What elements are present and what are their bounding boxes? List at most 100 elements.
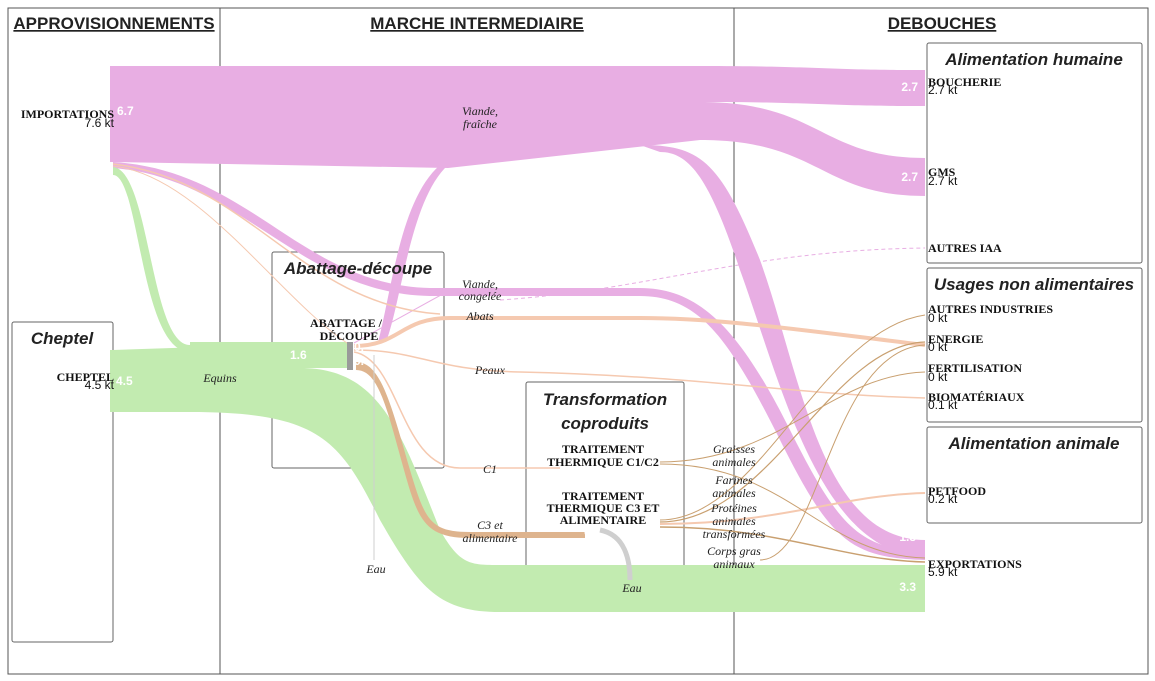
flow-eau-transfo[interactable] xyxy=(599,527,633,581)
node-value-cheptel: 4.5 kt xyxy=(85,378,115,392)
group-title-transfo-1: Transformation xyxy=(543,390,667,409)
flow-value-abattage-b: 0. xyxy=(354,354,364,368)
flow-label-equins: Equins xyxy=(202,371,237,385)
flow-to-export-coproduct[interactable] xyxy=(659,526,926,563)
node-value-petfood: 0.2 kt xyxy=(928,492,958,506)
node-label-energie: ENERGIE xyxy=(928,332,983,346)
flow-cheptel-to-export[interactable] xyxy=(113,342,925,612)
flow-imports-abats[interactable] xyxy=(112,163,441,315)
group-title-usages: Usages non alimentaires xyxy=(934,275,1134,294)
node-label-c1c2-2: THERMIQUE C1/C2 xyxy=(547,455,659,469)
flow-label-farines-1: Farines xyxy=(714,473,753,487)
node-label-fertilisation: FERTILISATION xyxy=(928,361,1022,375)
node-label-importations: IMPORTATIONS xyxy=(21,107,114,121)
node-label-boucherie: BOUCHERIE xyxy=(928,75,1001,89)
node-label-c3-2: THERMIQUE C3 ET xyxy=(547,501,660,515)
flow-abats[interactable] xyxy=(353,316,926,348)
node-value-boucherie: 2.7 kt xyxy=(928,83,958,97)
flow-label-corps-gras-2: animaux xyxy=(713,557,755,571)
flow-graisses-export[interactable] xyxy=(659,463,926,559)
node-value-gms: 2.7 kt xyxy=(928,174,958,188)
flow-label-graisses-2: animales xyxy=(712,455,756,469)
flow-label-abats: Abats xyxy=(465,309,494,323)
group-title-transfo-2: coproduits xyxy=(561,414,649,433)
node-label-abattage-2: DÉCOUPE xyxy=(320,329,379,343)
flow-to-energie[interactable] xyxy=(659,341,926,523)
flow-to-petfood[interactable] xyxy=(659,492,926,525)
flow-to-autres-industries[interactable] xyxy=(659,314,926,521)
node-label-c3-1: TRAITEMENT xyxy=(562,489,644,503)
flow-label-viande-fraiche-1: Viande, xyxy=(462,104,498,118)
node-label-abattage-1: ABATTAGE / xyxy=(310,316,383,330)
flow-to-boucherie[interactable] xyxy=(448,66,925,106)
flow-c3-alimentaire[interactable] xyxy=(356,362,585,538)
node-value-biomateriaux: 0.1 kt xyxy=(928,398,958,412)
flow-value-c3: 0.7 xyxy=(584,525,601,539)
flow-value-importations: 6.7 xyxy=(117,104,134,118)
node-bar-cheptel[interactable] xyxy=(110,350,114,412)
group-box-usages xyxy=(926,267,1143,423)
node-value-energie: 0 kt xyxy=(928,340,948,354)
group-box-cheptel xyxy=(11,321,114,643)
group-title-abattage: Abattage-découpe xyxy=(283,259,432,278)
column-title-outlets: DEBOUCHES xyxy=(888,14,997,33)
node-label-biomateriaux: BIOMATÉRIAUX xyxy=(928,390,1025,404)
flow-corps-gras[interactable] xyxy=(759,344,926,561)
flow-peaux[interactable] xyxy=(353,349,926,399)
group-title-alim-humaine: Alimentation humaine xyxy=(944,50,1123,69)
flow-label-farines-2: animales xyxy=(712,486,756,500)
flow-imports-abattage[interactable] xyxy=(112,165,351,346)
column-title-market: MARCHE INTERMEDIAIRE xyxy=(370,14,583,33)
flow-frozen-meat[interactable] xyxy=(113,162,925,560)
flow-abattage-to-frozen[interactable] xyxy=(353,289,451,344)
flow-label-proteines-2: animales xyxy=(712,514,756,528)
node-label-autres-iaa: AUTRES IAA xyxy=(928,241,1002,255)
flow-label-eau-1: Eau xyxy=(365,562,385,576)
flow-label-eau-2: Eau xyxy=(621,581,641,595)
flow-value-equins: 1.6 xyxy=(290,348,307,362)
node-label-exportations: EXPORTATIONS xyxy=(928,557,1022,571)
node-value-importations: 7.6 kt xyxy=(85,116,115,130)
node-label-gms: GMS xyxy=(928,165,956,179)
flow-label-viande-fraiche-2: fraîche xyxy=(463,117,498,131)
node-label-petfood: PETFOOD xyxy=(928,484,986,498)
node-label-c3-3: ALIMENTAIRE xyxy=(560,513,646,527)
flow-c1[interactable] xyxy=(353,351,560,469)
flow-label-viande-congelee-2: congelée xyxy=(459,289,502,303)
flow-label-viande-congelee-1: Viande, xyxy=(462,277,498,291)
node-bar-importations[interactable] xyxy=(110,66,114,162)
flow-to-autres-iaa[interactable] xyxy=(499,247,926,301)
flow-value-export-pink: 1.8 xyxy=(899,530,916,544)
node-value-exportations: 5.9 kt xyxy=(928,565,958,579)
flow-label-c3-2: alimentaire xyxy=(463,531,519,545)
node-bar-abattage[interactable] xyxy=(347,342,353,370)
flow-abattage-to-fresh[interactable] xyxy=(378,165,448,342)
flow-label-corps-gras-1: Corps gras xyxy=(707,544,761,558)
flow-equins[interactable] xyxy=(190,342,348,368)
group-title-alim-animale: Alimentation animale xyxy=(948,434,1120,453)
node-label-autres-industries: AUTRES INDUSTRIES xyxy=(928,302,1053,316)
flow-label-c3-1: C3 et xyxy=(477,518,503,532)
flow-value-gms: 2.7 xyxy=(901,170,918,184)
flow-importations-main[interactable] xyxy=(113,66,448,168)
node-value-fertilisation: 0 kt xyxy=(928,370,948,384)
flow-value-cheptel: 4.5 xyxy=(116,374,133,388)
flow-live-imports[interactable] xyxy=(113,167,190,352)
group-title-cheptel: Cheptel xyxy=(31,329,95,348)
column-title-supply: APPROVISIONNEMENTS xyxy=(13,14,214,33)
flow-label-proteines-3: transformées xyxy=(703,527,766,541)
flow-value-boucherie: 2.7 xyxy=(901,80,918,94)
flow-to-gms[interactable] xyxy=(448,102,925,196)
flow-label-graisses-1: Graisses xyxy=(713,442,755,456)
flow-label-peaux: Peaux xyxy=(474,363,506,377)
flow-value-abattage-a: 0. xyxy=(354,340,364,354)
flow-fresh-to-export[interactable] xyxy=(640,145,925,556)
flow-label-c1: C1 xyxy=(483,462,497,476)
group-box-alim-animale xyxy=(926,426,1143,524)
flow-label-proteines-1: Protéines xyxy=(710,501,757,515)
node-label-cheptel: CHEPTEL xyxy=(57,370,114,384)
flow-value-export-green: 3.3 xyxy=(899,580,916,594)
node-label-c1c2-1: TRAITEMENT xyxy=(562,442,644,456)
flow-to-fertilisation[interactable] xyxy=(659,371,926,463)
